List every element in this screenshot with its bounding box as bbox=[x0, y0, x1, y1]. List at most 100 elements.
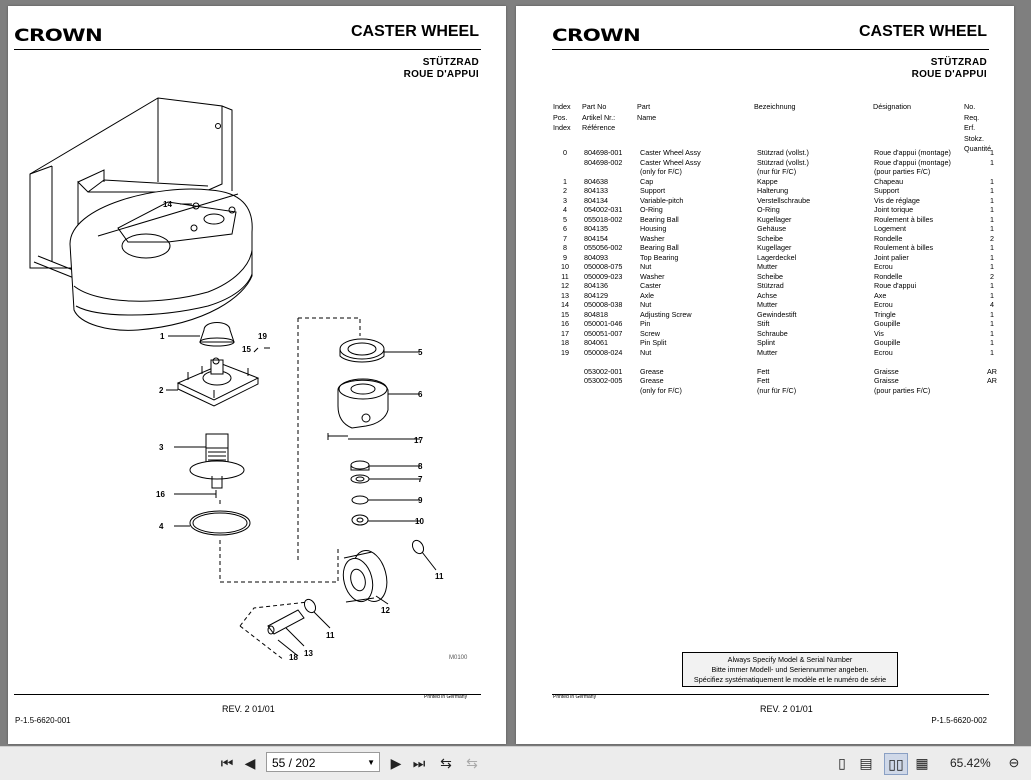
cell-des: Ecrou bbox=[874, 300, 893, 309]
cell-idx: 12 bbox=[561, 281, 569, 290]
callout-14: 14 bbox=[163, 200, 172, 209]
cell-name: Caster Wheel Assy bbox=[640, 157, 701, 167]
chevron-down-icon[interactable]: ▼ bbox=[367, 758, 375, 767]
page-number-input[interactable]: 55 / 202 ▼ bbox=[266, 752, 380, 772]
cell-des: Support bbox=[874, 186, 900, 195]
callout-9: 9 bbox=[418, 496, 423, 505]
cell-qty: 1 bbox=[990, 319, 994, 328]
cell-pn: 804638 bbox=[584, 176, 608, 186]
cell-idx: 13 bbox=[561, 290, 569, 300]
printed-in-germany: Printed in Germany bbox=[424, 694, 468, 700]
cell-bez: Mutter bbox=[757, 347, 778, 357]
cell-name: Pin Split bbox=[640, 338, 667, 347]
cell-qty: AR bbox=[987, 366, 997, 376]
cell-idx: 8 bbox=[563, 243, 567, 252]
cell-pn: 804698-001 bbox=[584, 148, 623, 157]
cell-bez: Scheibe bbox=[757, 271, 783, 281]
cell-idx: 16 bbox=[561, 319, 569, 328]
cell-pn: 804133 bbox=[584, 186, 608, 195]
cell-pn: 804129 bbox=[584, 290, 608, 300]
next-view-icon[interactable]: ⇆ bbox=[466, 755, 478, 771]
cell-bez: Kugellager bbox=[757, 214, 792, 224]
footer-divider bbox=[552, 694, 989, 695]
cell-bez: (nur für F/C) bbox=[757, 167, 797, 176]
continuous-page-icon[interactable]: ▤ bbox=[859, 755, 873, 771]
zoom-level[interactable]: 65.42% bbox=[950, 756, 991, 770]
previous-view-icon[interactable]: ⇆ bbox=[440, 755, 452, 771]
cell-bez: Kugellager bbox=[757, 243, 792, 252]
cell-idx: 18 bbox=[561, 338, 569, 347]
continuous-facing-icon[interactable]: ▦ bbox=[915, 755, 929, 771]
cell-des: Roue d'appui bbox=[874, 281, 917, 290]
serial-number-notice: Always Specify Model & Serial Number Bit… bbox=[682, 652, 898, 687]
cell-bez: Gehäuse bbox=[757, 224, 787, 233]
cell-des: Vis bbox=[874, 328, 884, 338]
cell-idx: 2 bbox=[563, 186, 567, 195]
cell-bez: Achse bbox=[757, 290, 777, 300]
cell-des: Rondelle bbox=[874, 271, 903, 281]
cell-pn: 055056-002 bbox=[584, 243, 623, 252]
previous-page-icon[interactable]: ◀ bbox=[244, 755, 256, 771]
cell-pn: 804093 bbox=[584, 252, 608, 262]
callout-15: 15 bbox=[242, 345, 251, 354]
header-qty: No. Req. Erf. Stokz. Quantité bbox=[964, 102, 992, 153]
cell-bez: Schraube bbox=[757, 328, 788, 338]
cell-pn: 053002-005 bbox=[584, 376, 623, 385]
cell-name: Nut bbox=[640, 300, 652, 309]
callout-6: 6 bbox=[418, 390, 423, 399]
cell-bez: Stützrad bbox=[757, 281, 784, 290]
footer-divider bbox=[14, 694, 481, 695]
cell-idx: 5 bbox=[563, 214, 567, 224]
cell-idx: 10 bbox=[561, 262, 569, 271]
cell-idx: 15 bbox=[561, 309, 569, 319]
cell-des: Vis de réglage bbox=[874, 195, 920, 205]
cell-qty: 1 bbox=[990, 214, 994, 224]
cell-des: Chapeau bbox=[874, 176, 904, 186]
cell-bez: Mutter bbox=[757, 300, 778, 309]
callout-11b: 11 bbox=[326, 631, 335, 640]
cell-name: Variable-pitch bbox=[640, 195, 684, 205]
cell-bez: Stift bbox=[757, 319, 770, 328]
first-page-icon[interactable]: ⏮ bbox=[220, 755, 234, 771]
cell-des: Roue d'appui (montage) bbox=[874, 157, 951, 167]
facing-pages-icon[interactable]: ▯▯ bbox=[884, 753, 908, 775]
cell-name: Washer bbox=[640, 233, 665, 243]
callout-1: 1 bbox=[160, 332, 165, 341]
cell-bez: Mutter bbox=[757, 262, 778, 271]
next-page-icon[interactable]: ▶ bbox=[390, 755, 402, 771]
last-page-icon[interactable]: ⏭ bbox=[412, 755, 426, 771]
header-designation: Désignation bbox=[873, 102, 911, 111]
cell-pn: 804154 bbox=[584, 233, 608, 243]
cell-qty: 1 bbox=[990, 224, 994, 233]
cell-name: Nut bbox=[640, 262, 652, 271]
cell-idx: 14 bbox=[561, 300, 569, 309]
cell-name: Bearing Ball bbox=[640, 214, 679, 224]
cell-bez: O-Ring bbox=[757, 205, 780, 214]
page-title: CASTER WHEEL bbox=[859, 23, 987, 40]
cell-pn: 050009-023 bbox=[584, 271, 623, 281]
subtitle-french: ROUE D'APPUI bbox=[403, 69, 479, 80]
cell-des: Ecrou bbox=[874, 347, 893, 357]
drawing-code: M0100 bbox=[449, 655, 468, 661]
cell-pn: 804135 bbox=[584, 224, 608, 233]
right-page: CROWN CASTER WHEEL STÜTZRAD ROUE D'APPUI… bbox=[516, 6, 1014, 744]
single-page-icon[interactable]: ▯ bbox=[838, 755, 846, 771]
cell-pn: 804136 bbox=[584, 281, 608, 290]
cell-qty: 2 bbox=[990, 233, 994, 243]
cell-name: Pin bbox=[640, 319, 651, 328]
cell-pn: 053002-001 bbox=[584, 366, 623, 376]
cell-des: Logement bbox=[874, 224, 906, 233]
header-index: Index Pos. Index bbox=[553, 102, 571, 132]
cell-idx: 3 bbox=[563, 195, 567, 205]
callout-8: 8 bbox=[418, 462, 423, 471]
header-part-name: Part Name bbox=[637, 102, 657, 122]
cell-idx: 1 bbox=[563, 176, 567, 186]
subtitle-german: STÜTZRAD bbox=[422, 57, 479, 68]
zoom-out-icon[interactable]: ⊖ bbox=[1008, 755, 1020, 770]
cell-bez: Scheibe bbox=[757, 233, 783, 243]
cell-name: Axle bbox=[640, 290, 654, 300]
cell-pn: 804698-002 bbox=[584, 157, 623, 167]
exploded-parts-drawing: 1 2 3 4 5 6 7 8 9 10 11 11 12 13 14 15 1… bbox=[29, 97, 444, 662]
cell-des: (pour parties F/C) bbox=[874, 385, 931, 395]
cell-pn: 054002-031 bbox=[584, 205, 623, 214]
